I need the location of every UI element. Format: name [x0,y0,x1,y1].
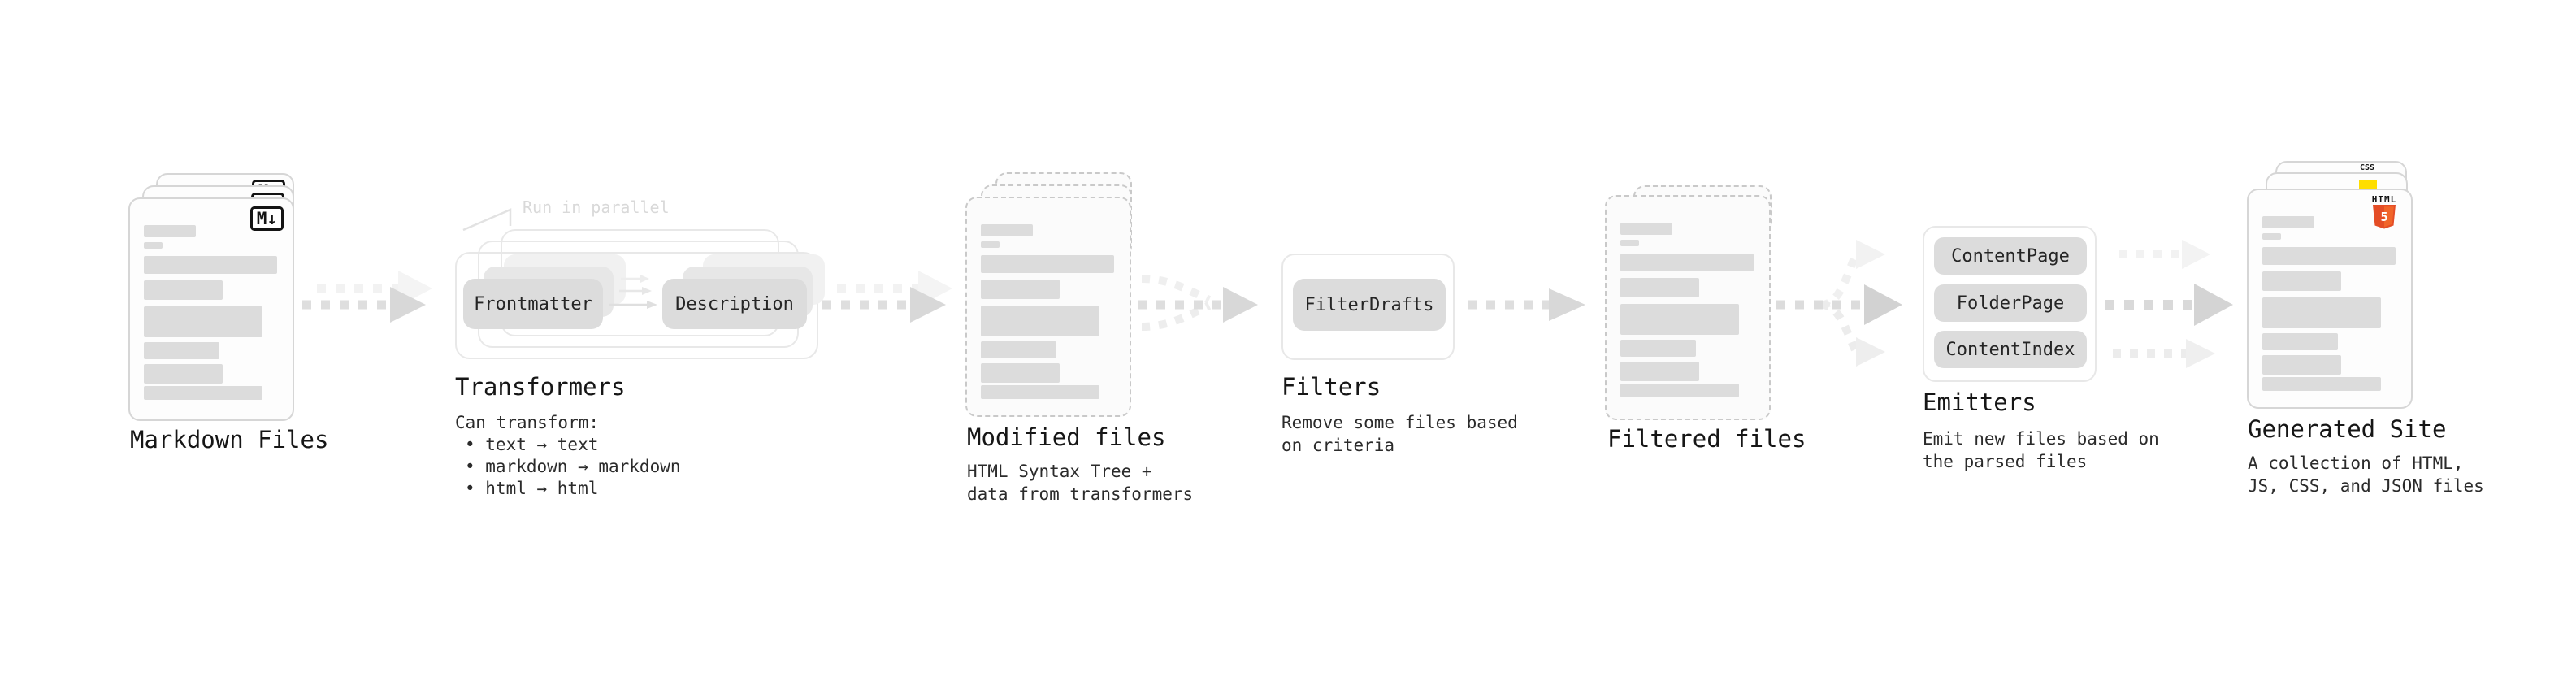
text-line-bar [2262,216,2314,228]
text-line-bar [144,364,223,384]
annotation-callout-line [462,208,512,232]
folderpage-emitter: FolderPage [1934,284,2087,322]
text-line-bar [2262,355,2341,375]
filters-container [1281,254,1455,360]
text-line-bar [1620,240,1639,246]
text-line-bar [144,256,277,274]
transformers-heading: Transformers [455,373,626,401]
transformers-subheading: Can transform: [455,413,600,432]
text-line-bar [1620,340,1696,357]
modified-files-label: Modified files [967,423,1166,451]
parallel-arrows-icon [609,275,657,309]
text-line-bar [2262,233,2281,240]
transformers-bullet-list: • text → text • markdown → markdown • ht… [465,434,681,500]
markdown-icon: M↓ [249,206,284,231]
description-transformer: Description [662,279,807,329]
arrow-markdown-to-transformers [302,271,432,323]
text-line-bar [1620,304,1739,335]
filtered-files-label: Filtered files [1607,425,1806,453]
text-line-bar [981,224,1033,236]
text-line-bar [981,280,1060,299]
text-line-bar [981,306,1099,336]
filterdrafts-filter: FilterDrafts [1293,279,1446,331]
arrow-filtered-to-emitters [1776,240,1902,367]
generated-site-desc: A collection of HTML, JS, CSS, and JSON … [2248,453,2484,496]
document: HTML 5 [2247,189,2413,409]
text-line-bar [144,280,223,300]
emitters-heading: Emitters [1923,388,2036,416]
text-line-bar [1620,384,1739,397]
markdown-files-label: Markdown Files [130,426,329,453]
generated-site-stack: CSS HTML 5 [2247,161,2414,409]
document [965,197,1131,417]
text-line-bar [981,341,1056,358]
filters-heading: Filters [1281,373,1381,401]
text-line-bar [1620,254,1754,271]
arrows-emitters-to-generated [2105,240,2233,368]
generated-site-label: Generated Site [2248,415,2447,443]
text-line-bar [144,342,219,359]
text-line-bar [981,241,1000,248]
emitters-container [1923,226,2097,382]
text-line-bar [144,386,262,400]
text-line-bar [1620,362,1699,381]
text-line-bar [981,255,1114,273]
arrow-modified-to-filters [1138,275,1258,331]
bullet-item: • markdown → markdown [465,457,681,476]
document: M↓ [128,197,294,421]
text-line-bar [144,306,262,337]
html5-icon: HTML 5 [2368,195,2400,232]
text-line-bar [2262,271,2341,291]
document [1605,195,1771,420]
transformers-container [455,252,818,359]
run-in-parallel-note: Run in parallel [523,197,670,217]
text-line-bar [144,242,163,249]
markdown-files-stack: M↓ M↓ M↓ [128,173,296,421]
text-line-bar [1620,223,1672,235]
arrow-transformers-to-modified [822,271,952,323]
text-line-bar [981,385,1099,399]
contentpage-emitter: ContentPage [1934,237,2087,275]
text-line-bar [2262,247,2396,265]
filtered-files-stack [1605,185,1772,420]
text-line-bar [144,225,196,237]
text-line-bar [981,363,1060,383]
emitters-desc: Emit new files based on the parsed files [1923,429,2159,471]
modified-files-stack [965,172,1133,420]
text-line-bar [2262,377,2381,391]
filters-desc: Remove some files based on criteria [1281,413,1518,455]
text-line-bar [2262,297,2381,328]
text-line-bar [1620,278,1699,297]
javascript-icon [2359,180,2377,189]
frontmatter-transformer: Frontmatter [463,279,603,329]
arrow-filters-to-filtered [1468,288,1585,321]
html5-number: 5 [2380,210,2387,224]
modified-files-desc: HTML Syntax Tree + data from transformer… [967,462,1194,504]
bullet-item: • text → text [465,435,599,454]
text-line-bar [2262,333,2338,350]
contentindex-emitter: ContentIndex [1934,331,2087,368]
bullet-item: • html → html [465,479,599,498]
